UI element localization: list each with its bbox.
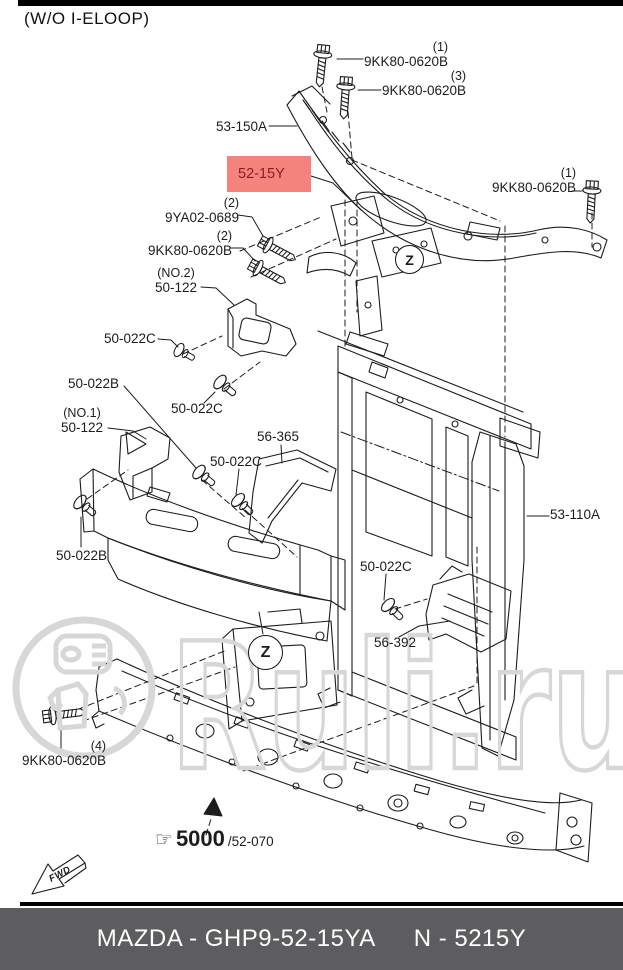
callout-qty: (NO.1) xyxy=(63,406,101,420)
part-air-guide-lower xyxy=(425,565,512,653)
callout-qty: (2) xyxy=(216,229,233,243)
pointing-hand-icon: ☞ xyxy=(155,829,173,851)
section-marker-z-bottom: Z xyxy=(248,635,283,670)
callout-clip-c-lower: 50-022C xyxy=(360,559,412,575)
callout-part-number: 9KK80-0620B xyxy=(22,752,107,768)
part-seal-plate-no2 xyxy=(227,298,297,357)
callout-part-number: 9KK80-0620B xyxy=(382,82,467,98)
reinforcement-reference: ☞ 5000 /52-070 xyxy=(155,826,274,852)
image-caption-bar: MAZDA - GHP9-52-15YA N - 5215Y xyxy=(0,908,623,970)
callout-bolt-top-inner: (3) 9KK80-0620B xyxy=(382,69,467,99)
bolt-bracket-icon xyxy=(245,255,290,291)
center-axis-line xyxy=(340,431,500,492)
callout-qty: (2) xyxy=(223,196,240,210)
callout-part-number: 9YA02-0689 xyxy=(165,209,240,225)
bottom-border-rule xyxy=(20,902,623,906)
callout-part-number: 50-022B xyxy=(68,376,120,391)
callout-part-number: 50-022C xyxy=(171,401,223,416)
callout-part-number: 56-392 xyxy=(374,635,417,650)
section-marker-letter: Z xyxy=(260,643,271,661)
callout-guide-lower: 56-392 xyxy=(374,635,417,651)
callout-part-number: 9KK80-0620B xyxy=(364,53,449,69)
callout-bolt-bracket: (2) 9KK80-0620B xyxy=(148,229,233,259)
callout-qty: (1) xyxy=(432,40,449,54)
reference-group-number: 5000 xyxy=(175,826,225,851)
callout-bolt-top: (1) 9KK80-0620B xyxy=(364,40,449,70)
callout-qty: (4) xyxy=(90,739,107,753)
bolt-top-inner-icon xyxy=(334,75,357,121)
assembly-dashed-lines xyxy=(78,86,593,836)
caption-catalog-number: N - 5215Y xyxy=(413,925,527,952)
part-seal-plate-no1 xyxy=(118,426,171,501)
selected-part-highlight: 52-15Y xyxy=(227,156,311,192)
callout-part-number: 53-150A xyxy=(216,119,268,134)
callout-guide-upper: 56-365 xyxy=(257,429,300,445)
callout-part-number: 50-022C xyxy=(104,331,156,346)
top-border-rule xyxy=(18,0,623,6)
part-crash-bracket xyxy=(221,608,338,730)
callout-clip-b-lower: 50-022B xyxy=(56,548,108,564)
callout-clip-c-mid: 50-022C xyxy=(171,401,223,417)
selected-part-number: 52-15Y xyxy=(238,166,285,182)
section-marker-letter: Z xyxy=(405,251,414,268)
callout-part-number: 56-365 xyxy=(257,429,300,444)
callout-seal-no2: (NO.2) 50-122 xyxy=(155,266,198,296)
callout-seal-no1: (NO.1) 50-122 xyxy=(61,406,104,436)
bolt-top-icon xyxy=(309,43,334,89)
callout-part-number: 50-122 xyxy=(155,279,198,295)
callout-bolt-right: (1) 9KK80-0620B xyxy=(492,166,577,196)
callout-part-number: 50-022C xyxy=(360,559,412,574)
callout-part-number: 53-110A xyxy=(550,507,601,522)
bolt-right-icon xyxy=(580,179,602,224)
callout-part-number: 50-022B xyxy=(56,548,108,563)
bolt-reinforcement-icon xyxy=(41,702,87,727)
callout-qty: (3) xyxy=(450,69,467,83)
callout-radiator-support: 53-110A xyxy=(550,507,601,523)
clip-b-lower-icon xyxy=(70,492,101,522)
callout-bolt-reinforcement: (4) 9KK80-0620B xyxy=(22,739,107,769)
part-air-guide-upper xyxy=(248,449,337,544)
callout-clip-c-center: 50-022C xyxy=(210,454,262,470)
part-lower-deflector xyxy=(79,468,346,642)
leader-lines xyxy=(60,58,583,752)
clip-c-mid-icon xyxy=(210,372,241,402)
callout-part-number: 9KK80-0620B xyxy=(148,242,233,258)
callout-qty: (1) xyxy=(560,166,577,180)
part-radiator-core-support xyxy=(317,330,541,761)
clip-c-lower-icon xyxy=(378,595,408,625)
callout-clip-c-upper: 50-022C xyxy=(104,331,156,347)
callout-qty: (NO.2) xyxy=(157,266,195,280)
callout-crossmember: 53-150A xyxy=(216,119,268,135)
callout-part-number: 9KK80-0620B xyxy=(492,179,577,195)
callout-part-number: 50-022C xyxy=(210,454,262,469)
fwd-label: FWD xyxy=(47,864,73,885)
variant-note: (W/O I-ELOOP) xyxy=(24,9,150,28)
fwd-arrow: FWD xyxy=(31,854,87,895)
reference-plate-number: /52-070 xyxy=(227,834,274,849)
callout-screw-sensor: (2) 9YA02-0689 xyxy=(165,196,240,226)
reinforcement-pointer-arrow xyxy=(203,797,223,817)
caption-brand-part: MAZDA - GHP9-52-15YA xyxy=(96,925,376,952)
callout-part-number: 50-122 xyxy=(61,419,104,435)
section-marker-z-top: Z xyxy=(395,245,424,274)
callout-clip-b-upper: 50-022B xyxy=(68,376,120,392)
